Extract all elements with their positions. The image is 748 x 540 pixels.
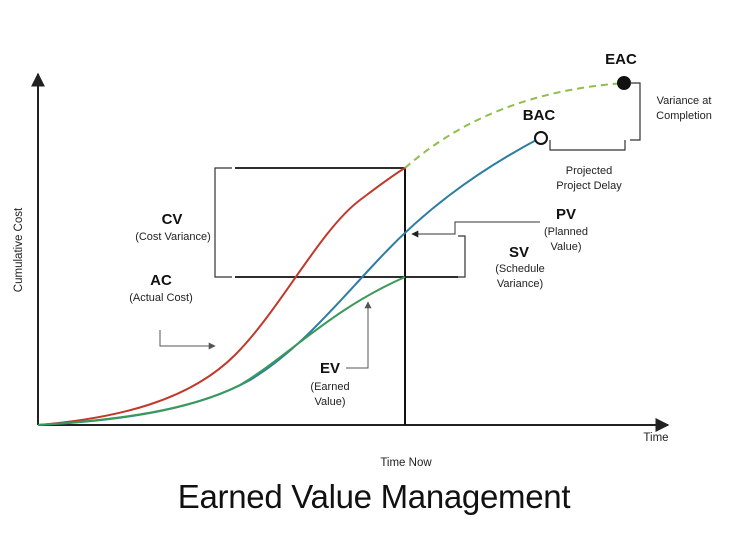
time-now-label: Time Now xyxy=(380,457,432,469)
delay-bracket xyxy=(549,140,626,151)
vac-bracket xyxy=(630,82,641,141)
sv-label: SV xyxy=(509,244,529,261)
ac-label: AC xyxy=(150,272,172,289)
cv-bracket xyxy=(214,167,232,278)
delay-label-2: Project Delay xyxy=(556,180,622,192)
ev-description-2: Value) xyxy=(315,396,346,408)
cv-description: (Cost Variance) xyxy=(135,231,211,243)
pv-pointer-arrow xyxy=(411,221,540,238)
bac-label: BAC xyxy=(523,107,556,124)
diagram-title: Earned Value Management xyxy=(177,478,571,515)
sv-description-1: (Schedule xyxy=(495,263,545,275)
pv-description-2: Value) xyxy=(551,241,582,253)
ev-label: EV xyxy=(320,360,340,377)
delay-label-1: Projected xyxy=(566,165,612,177)
x-axis-label: Time xyxy=(643,432,668,444)
ev-description-1: (Earned xyxy=(310,381,349,393)
cv-label: CV xyxy=(162,211,183,228)
y-axis-label: Cumulative Cost xyxy=(13,207,25,292)
ac-description: (Actual Cost) xyxy=(129,292,193,304)
vac-label-2: Completion xyxy=(656,110,712,122)
vac-label-1: Variance at xyxy=(657,95,712,107)
bac-marker xyxy=(534,131,548,145)
pv-label: PV xyxy=(556,206,576,223)
actual-cost-curve xyxy=(37,167,406,426)
ac-pointer-arrow xyxy=(159,330,216,350)
eac-marker xyxy=(617,76,631,90)
eac-label: EAC xyxy=(605,51,637,68)
ev-pointer-arrow xyxy=(346,301,372,369)
planned-value-curve xyxy=(37,137,541,426)
sv-description-2: Variance) xyxy=(497,278,543,290)
projected-eac-curve xyxy=(404,82,625,169)
sv-bracket xyxy=(458,235,466,278)
pv-description-1: (Planned xyxy=(544,226,588,238)
earned-value-curve xyxy=(37,276,406,426)
